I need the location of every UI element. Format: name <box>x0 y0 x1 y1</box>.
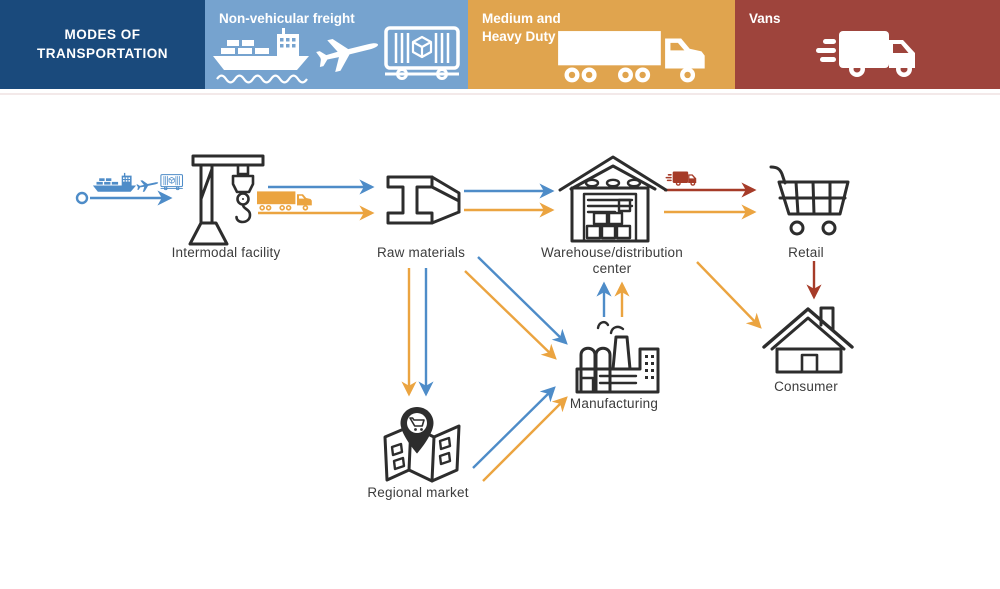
mini-rail-freight-car-icon <box>160 174 184 191</box>
header-divider <box>0 93 1000 95</box>
edge-raw-manufacturing-nonvehicular <box>477 256 568 345</box>
legend-section-modes: MODES OF TRANSPORTATION <box>0 0 205 89</box>
node-consumer: Consumer <box>762 306 854 394</box>
edges <box>75 179 822 482</box>
medium-heavy-duty-label: Medium and Heavy Duty <box>482 11 561 44</box>
delivery-van-icon <box>816 31 915 77</box>
warehouse-label-line2: center <box>593 261 632 276</box>
mini-cargo-ship-icon <box>92 172 137 192</box>
retail-label: Retail <box>788 245 824 260</box>
cargo-ship-icon <box>213 28 309 84</box>
supply-chain-flow-diagram: Intermodal facility Raw materials <box>75 154 854 500</box>
factory-icon <box>575 320 660 394</box>
edge-raw-manufacturing-mediumheavy <box>464 270 557 360</box>
node-regional-market: Regional market <box>367 407 468 500</box>
legend-section-non-vehicular-freight: Non-vehicular freight <box>205 0 468 89</box>
vans-label: Vans <box>749 11 781 26</box>
mini-delivery-van-icon <box>665 171 697 186</box>
node-warehouse-distribution-center: Warehouse/distribution center <box>541 155 683 276</box>
edge-warehouse-consumer-mediumheavy <box>696 261 762 329</box>
warehouse-label-line1: Warehouse/distribution <box>541 245 683 260</box>
origin-node <box>75 191 89 205</box>
legend-title-line1: MODES OF <box>64 27 141 43</box>
steel-beam-icon <box>386 175 461 225</box>
rail-freight-car-icon <box>383 26 461 80</box>
warehouse-icon <box>558 155 668 243</box>
node-raw-materials: Raw materials <box>377 175 465 260</box>
house-icon <box>762 306 854 374</box>
edge-regional-manufacturing-mediumheavy <box>482 396 568 482</box>
legend-section-vans: Vans <box>735 0 1000 89</box>
intermodal-facility-label: Intermodal facility <box>172 245 281 260</box>
raw-materials-label: Raw materials <box>377 245 465 260</box>
modes-of-transportation-legend-bar: MODES OF TRANSPORTATION Non-vehicular fr… <box>0 0 1000 89</box>
mini-airplane-icon <box>135 177 160 193</box>
edge-regional-manufacturing-nonvehicular <box>472 386 556 469</box>
shopping-cart-icon <box>769 165 850 236</box>
airplane-icon <box>315 28 381 76</box>
node-manufacturing: Manufacturing <box>570 320 660 411</box>
crane-icon <box>188 154 265 246</box>
non-vehicular-freight-label: Non-vehicular freight <box>219 11 355 26</box>
node-intermodal-facility: Intermodal facility <box>172 154 281 260</box>
semi-truck-icon <box>558 31 705 83</box>
node-retail: Retail <box>769 165 850 260</box>
regional-market-label: Regional market <box>367 485 468 500</box>
consumer-label: Consumer <box>774 379 838 394</box>
legend-section-medium-heavy-duty: Medium and Heavy Duty <box>468 0 735 89</box>
legend-title-line2: TRANSPORTATION <box>37 45 168 61</box>
legend-title: MODES OF TRANSPORTATION <box>37 26 168 62</box>
map-location-pin-icon <box>383 407 461 483</box>
manufacturing-label: Manufacturing <box>570 396 658 411</box>
mini-semi-truck-icon <box>257 191 312 211</box>
